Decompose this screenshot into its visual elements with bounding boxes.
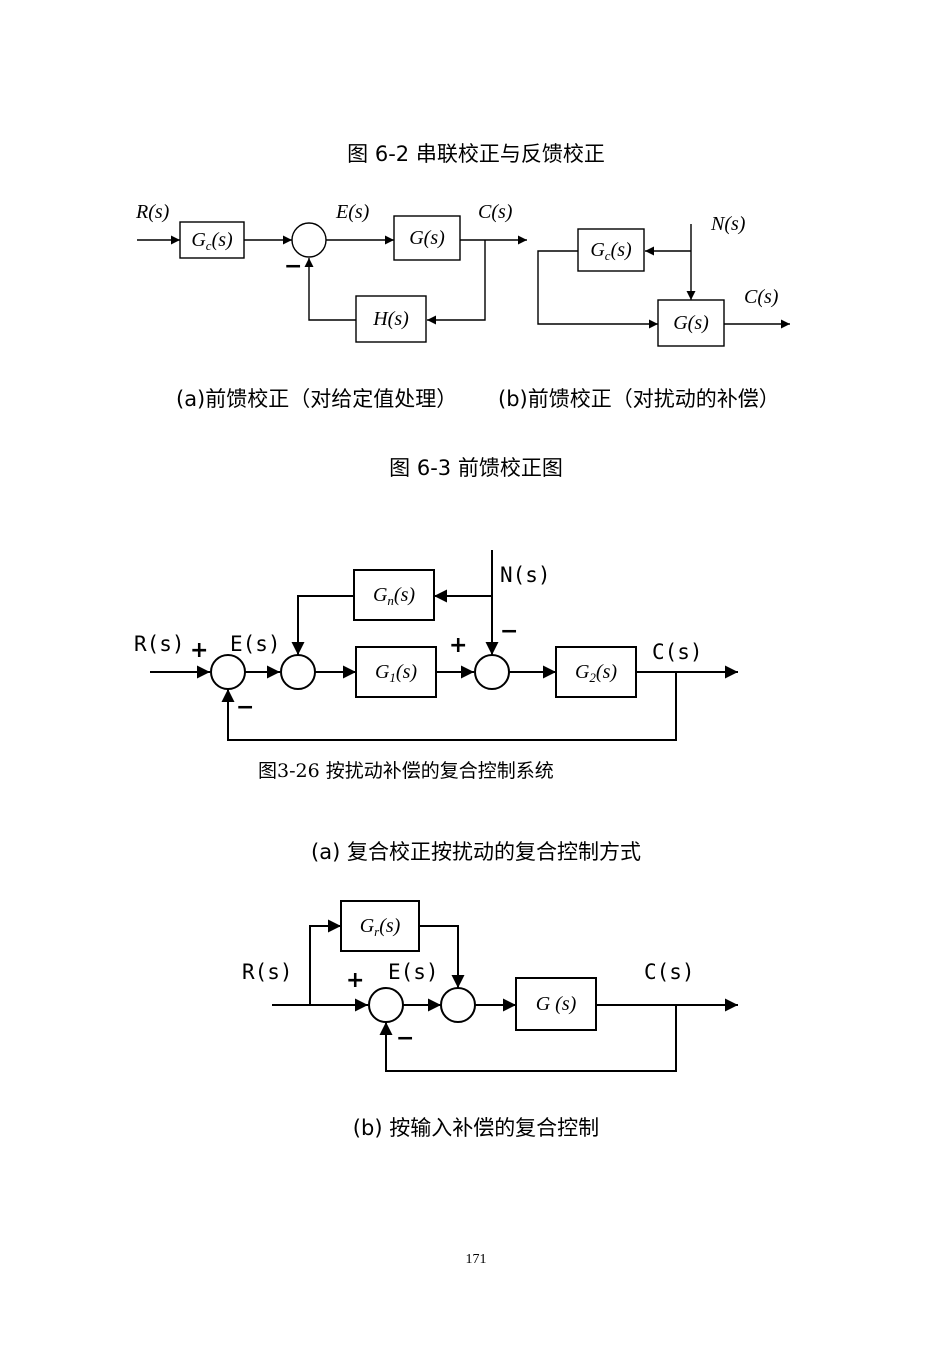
diagram-c-summing-junction-2 [280,654,316,690]
diagram-a: R(s) Gc(s) E(s) G(s) C(s) H(s) − [135,201,527,343]
diagram-d-plus-sign: + [346,968,364,993]
diagram-d: R(s) Gr(s) + E(s) G (s) C(s) − [242,900,738,1072]
diagram-c-g1-label: G1(s) [375,661,417,685]
page-number: 171 [465,1252,487,1267]
diagram-b-gc-block [577,228,645,272]
diagram-c-summing-junction-3 [474,654,510,690]
diagram-b-output-label: C(s) [744,286,779,308]
diagram-c-output-label: C(s) [652,640,703,664]
caption-composite-b: (b) 按输入补偿的复合控制 [352,1116,600,1140]
diagram-c-minus-sign-1: − [236,695,254,720]
caption-composite-a: (a) 复合校正按扰动的复合控制方式 [311,840,641,864]
diagram-a-h-block [355,295,427,343]
diagram-b-g-block [657,299,725,347]
diagram-d-gr-block [340,900,420,952]
diagram-d-minus-sign: − [396,1026,414,1051]
diagram-c-gn-label: Gn(s) [373,584,415,608]
diagram-c-minus-sign-2: − [500,619,518,644]
diagram-c-summing-junction-1 [210,654,246,690]
diagram-a-summing-junction [291,222,327,258]
diagram-a-h-label: H(s) [372,308,409,330]
diagram-d-g-block [515,977,597,1031]
diagram-d-input-label: R(s) [242,960,293,984]
diagram-d-summing-junction-2 [440,987,476,1023]
diagram-b-gc-label: Gc(s) [590,239,632,263]
diagram-a-output-label: C(s) [478,201,513,223]
diagram-c-plus-sign-1: + [190,638,208,663]
caption-fig-6-2: 图 6-2 串联校正与反馈校正 [347,142,605,166]
diagram-a-g-block [393,215,461,261]
diagram-d-error-label: E(s) [388,960,439,984]
diagram-d-gr-label: Gr(s) [360,915,401,939]
diagram-b-disturbance-label: N(s) [710,213,746,235]
diagram-a-g-label: G(s) [409,227,445,249]
diagram-a-input-label: R(s) [135,201,170,223]
diagram-b-g-label: G(s) [673,312,709,334]
diagram-d-output-label: C(s) [644,960,695,984]
diagram-a-gc-block [179,221,245,259]
diagram-a-error-label: E(s) [335,201,370,223]
caption-fig-6-3b: (b)前馈校正（对扰动的补偿） [498,387,780,411]
diagram-c-g1-block [355,646,437,698]
caption-fig-6-3a: (a)前馈校正（对给定值处理） [176,387,458,411]
caption-fig-3-26: 图3-26 按扰动补偿的复合控制系统 [258,760,554,782]
diagram-c-g2-label: G2(s) [575,661,617,685]
caption-fig-6-3: 图 6-3 前馈校正图 [389,456,563,480]
diagram-c-input-label: R(s) [134,632,185,656]
diagram-c: R(s) + E(s) G1(s) + G2(s) C(s) N(s) − Gn… [134,550,738,741]
diagram-b: Gc(s) N(s) G(s) C(s) [537,213,790,347]
diagram-c-plus-sign-2: + [449,633,467,658]
diagram-d-summing-junction-1 [368,987,404,1023]
diagram-d-g-label: G (s) [536,993,577,1015]
diagram-c-disturbance-label: N(s) [500,563,551,587]
diagram-c-error-label: E(s) [230,632,281,656]
diagram-a-gc-label: Gc(s) [191,229,233,253]
diagram-a-minus-sign: − [284,254,302,279]
